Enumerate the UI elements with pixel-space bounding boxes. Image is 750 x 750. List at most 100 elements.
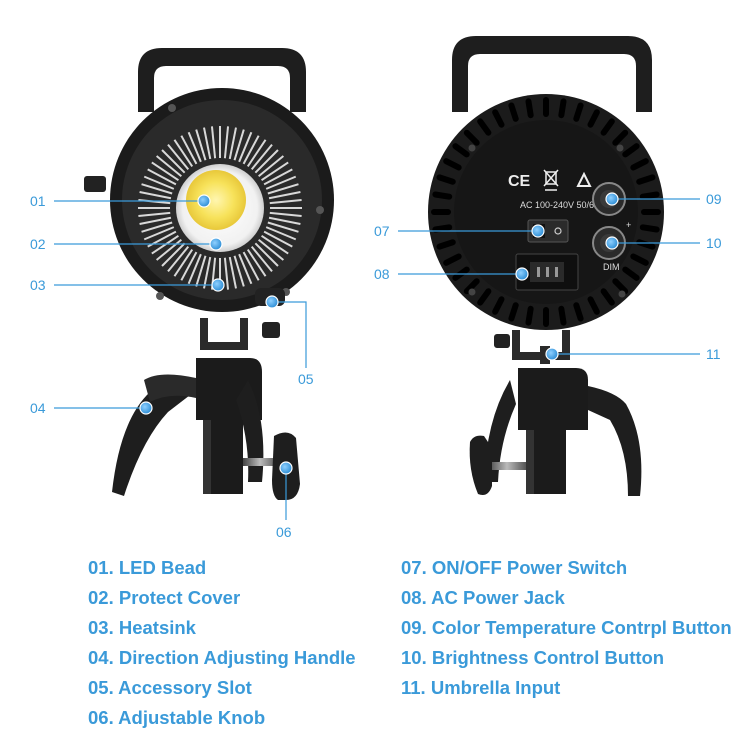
- callout-dot-09: [605, 192, 619, 206]
- legend-item-11: 11. Umbrella Input: [401, 677, 561, 698]
- heatsink-fin: [203, 127, 212, 160]
- cooling-vent: [587, 296, 600, 315]
- cooling-vent: [508, 302, 519, 322]
- cooling-vent: [639, 224, 660, 233]
- heatsink-fin: [187, 253, 202, 285]
- heatsink-fin: [242, 251, 260, 281]
- heatsink-fin: [258, 155, 285, 178]
- heatsink-fins: [138, 126, 302, 290]
- heatsink-fin: [261, 234, 289, 255]
- cooling-vent: [477, 118, 492, 136]
- heatsink-fin: [228, 127, 237, 160]
- heatsink-fin: [268, 191, 301, 200]
- heatsink-fin: [254, 242, 279, 267]
- front-knob-screw: [243, 458, 277, 466]
- legend-item-04: 04. Direction Adjusting Handle: [88, 647, 356, 668]
- cooling-vent: [463, 129, 480, 146]
- plus-label: +: [626, 220, 631, 230]
- direction-adjusting-handle: [112, 381, 194, 496]
- callout-dot-10: [605, 236, 619, 250]
- cooling-vent: [587, 109, 600, 128]
- ce-mark: CE: [508, 173, 531, 190]
- heatsink-fin: [187, 131, 202, 163]
- cooling-vent: [443, 158, 462, 171]
- heatsink-fin: [151, 161, 179, 182]
- cooling-vent: [436, 174, 456, 185]
- heatsink-fin: [155, 155, 182, 178]
- legend-item-09: 09. Color Temperature Contrpl Button: [401, 617, 732, 638]
- heatsink-fin: [269, 211, 302, 218]
- cooling-vent: [636, 174, 656, 185]
- heatsink-fin: [254, 149, 279, 174]
- heatsink-fin: [246, 249, 267, 277]
- cooling-vent: [452, 143, 470, 158]
- front-light: [84, 48, 334, 500]
- cooling-vent: [432, 191, 453, 200]
- recycle-icon: [576, 171, 592, 187]
- cooling-vent: [573, 302, 584, 322]
- heatsink-fin: [238, 131, 253, 163]
- front-side-knob: [84, 176, 106, 192]
- callout-02: 02: [30, 236, 46, 252]
- dim-label: DIM: [603, 262, 620, 272]
- cooling-vent: [525, 305, 534, 326]
- cooling-vents: [431, 97, 661, 327]
- rear-light: CE AC 100-240V 50/60Hz DIM +: [428, 36, 664, 496]
- callout-01: 01: [30, 193, 46, 209]
- rear-adjusting-handle: [588, 386, 642, 496]
- rear-adjustable-knob: [469, 435, 492, 495]
- legend-right: 07. ON/OFF Power Switch 08. AC Power Jac…: [401, 553, 732, 703]
- rear-panel: [454, 120, 638, 304]
- heatsink-fin: [223, 126, 230, 159]
- cooling-vent: [622, 266, 640, 281]
- cooling-vent: [525, 98, 534, 119]
- heatsink-fin: [261, 161, 289, 182]
- heatsink-fin: [195, 255, 207, 287]
- heatsink-fin: [141, 183, 173, 195]
- legend-item-01: 01. LED Bead: [88, 557, 207, 578]
- heatsink-fin: [267, 221, 299, 233]
- callout-dot-07: [531, 224, 545, 238]
- callout-lines: [54, 198, 700, 520]
- callout-dot-06: [279, 461, 293, 475]
- heatsink-fin: [143, 226, 175, 241]
- heatsink-fin: [233, 129, 245, 161]
- legend-item-08: 08. AC Power Jack: [401, 587, 565, 608]
- heatsink-fin: [195, 129, 207, 161]
- heatsink-fin: [242, 135, 260, 165]
- cooling-vent: [639, 191, 660, 200]
- heatsink-fin: [180, 135, 198, 165]
- umbrella-input: [540, 346, 550, 364]
- cooling-vent: [622, 143, 640, 158]
- cooling-vent: [612, 129, 629, 146]
- heatsink-fin: [167, 246, 190, 273]
- callout-11: 11: [706, 346, 721, 362]
- legend-left: 01. LED Bead 02. Protect Cover 03. Heats…: [88, 553, 356, 733]
- heatsink-fin: [203, 256, 212, 289]
- callout-07: 07: [374, 223, 390, 239]
- cooling-vent: [630, 158, 649, 171]
- callout-dot-08: [515, 267, 529, 281]
- callout-03: 03: [30, 277, 46, 293]
- cooling-vent: [432, 224, 453, 233]
- front-bracket: [200, 318, 248, 350]
- heatsink-fin: [151, 234, 179, 255]
- heatsink-fin: [250, 143, 273, 170]
- legend-item-03: 03. Heatsink: [88, 617, 196, 638]
- heatsink-fin: [210, 126, 217, 159]
- heatsink-fin: [233, 255, 245, 287]
- cooling-vent: [508, 102, 519, 122]
- heatsink-fin: [139, 216, 172, 225]
- heatsink-fin: [161, 149, 186, 174]
- heatsink-fin: [228, 256, 237, 289]
- callout-10: 10: [706, 235, 722, 251]
- callout-dot-05: [265, 295, 279, 309]
- rear-knob-screw: [488, 462, 526, 470]
- cooling-vent: [600, 288, 615, 306]
- heatsink-fin: [263, 230, 293, 248]
- heatsink-fin: [223, 257, 230, 290]
- cooling-vent: [443, 253, 462, 266]
- callout-dot-11: [545, 347, 559, 361]
- heatsink-fin: [141, 221, 173, 233]
